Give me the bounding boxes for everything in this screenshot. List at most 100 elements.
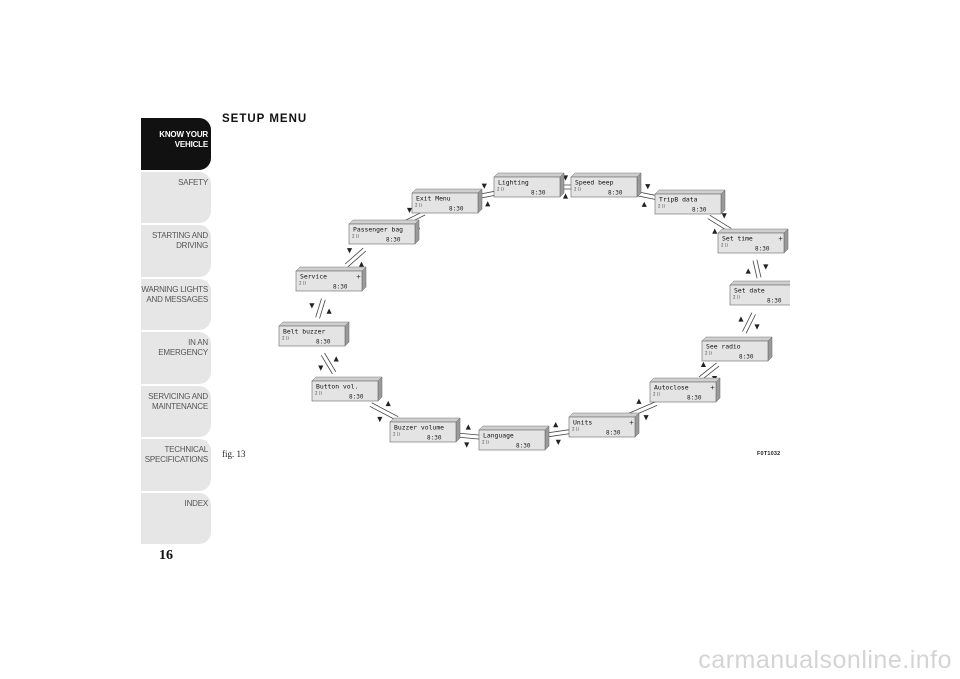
- connector-line: [320, 354, 333, 375]
- display-side-face: [477, 188, 483, 214]
- chapter-tab-label: SAFETY: [178, 177, 208, 187]
- status-indicator: 2 )): [497, 187, 504, 192]
- menu-item-label: Set date: [734, 287, 765, 295]
- status-indicator: 2 )): [658, 204, 665, 209]
- menu-item-label: Exit Menu: [416, 195, 451, 203]
- display-top-face: [278, 321, 350, 327]
- connector-line: [698, 362, 717, 378]
- menu-item-label: Lighting: [498, 179, 529, 187]
- chapter-tab[interactable]: IN AN EMERGENCY: [141, 332, 211, 384]
- display-top-face: [311, 376, 383, 382]
- connector-line: [369, 405, 397, 421]
- display-time: 8:30: [427, 435, 442, 442]
- menu-item-label: Button vol.: [316, 383, 358, 391]
- menu-item-label: Speed beep: [575, 179, 614, 187]
- display-top-face: [570, 172, 642, 178]
- connector-line: [745, 314, 756, 334]
- chapter-tab[interactable]: SERVICING AND MAINTENANCE: [141, 385, 211, 437]
- chapter-tab-label: WARNING LIGHTS AND MESSAGES: [141, 284, 208, 304]
- menu-item-label: Units: [573, 419, 592, 427]
- connector-line: [756, 259, 762, 278]
- menu-item-label: Service: [300, 273, 327, 281]
- display-screen: [478, 429, 546, 451]
- down-arrow-icon: [309, 303, 315, 309]
- connector-line: [709, 214, 732, 229]
- display-time: 8:30: [316, 339, 331, 346]
- status-indicator: 2 )): [299, 281, 306, 286]
- display-top-face: [654, 189, 726, 195]
- display-top-face: [701, 336, 773, 342]
- display-side-face: [720, 189, 726, 215]
- display-top-face: [568, 412, 640, 418]
- watermark: carmanualsonline.info: [698, 646, 952, 674]
- display-screen: [311, 380, 379, 402]
- display-screen: [389, 421, 457, 443]
- display-top-face: [717, 228, 789, 234]
- connector-line: [319, 299, 326, 319]
- display-side-face: [634, 412, 640, 438]
- status-indicator: 2 )): [282, 336, 289, 341]
- menu-item-label: Autoclose: [654, 384, 689, 392]
- chapter-tab-label: SERVICING AND MAINTENANCE: [148, 391, 208, 411]
- chapter-tab[interactable]: SAFETY: [141, 171, 211, 223]
- menu-item-label: TripB data: [659, 196, 698, 204]
- display-screen: [649, 381, 717, 403]
- connector-line: [701, 365, 720, 381]
- status-indicator: 2 )): [733, 295, 740, 300]
- up-arrow-icon: [745, 268, 751, 274]
- display-screen: [568, 416, 636, 438]
- status-indicator: 2 )): [705, 351, 712, 356]
- down-arrow-icon: [377, 416, 383, 423]
- display-time: 8:30: [449, 206, 464, 213]
- connector-line: [324, 352, 337, 373]
- down-arrow-icon: [346, 248, 353, 254]
- display-top-face: [493, 172, 565, 178]
- display-side-face: [715, 377, 721, 403]
- display-top-face: [411, 188, 483, 194]
- down-arrow-icon: [555, 439, 561, 446]
- status-indicator: 2 )): [574, 187, 581, 192]
- chapter-tab[interactable]: INDEX: [141, 492, 211, 544]
- status-indicator: 2 )): [352, 234, 359, 239]
- chapter-tab-label: INDEX: [184, 498, 209, 508]
- down-arrow-icon: [721, 213, 727, 219]
- display-screen: [295, 270, 363, 292]
- submenu-indicator-icon: +: [356, 274, 361, 281]
- up-arrow-icon: [738, 316, 744, 322]
- chapter-tab[interactable]: STARTING AND DRIVING: [141, 225, 211, 277]
- connector-line: [627, 401, 656, 414]
- menu-item-label: Set time: [722, 235, 753, 243]
- display-time: 8:30: [687, 395, 702, 402]
- menu-item-label: Buzzer volume: [394, 424, 444, 432]
- up-arrow-icon: [358, 261, 365, 267]
- menu-item-label: Passenger bag: [353, 226, 403, 234]
- menu-item-label: Belt buzzer: [283, 328, 325, 336]
- menu-display: Service+2 ))8:30: [295, 266, 367, 292]
- display-screen: [348, 223, 416, 245]
- display-time: 8:30: [739, 354, 754, 361]
- up-arrow-icon: [385, 400, 391, 407]
- down-arrow-icon: [481, 183, 487, 189]
- display-time: 8:30: [608, 190, 623, 197]
- chapter-tab-label: STARTING AND DRIVING: [152, 231, 208, 250]
- chapter-tab[interactable]: TECHNICAL SPECIFICATIONS: [141, 439, 211, 491]
- chapter-tab-label: TECHNICAL SPECIFICATIONS: [144, 445, 208, 464]
- status-indicator: 2 )): [572, 427, 579, 432]
- chapter-tab[interactable]: KNOW YOUR VEHICLE: [141, 118, 211, 170]
- display-time: 8:30: [531, 190, 546, 197]
- display-side-face: [344, 321, 350, 347]
- display-time: 8:30: [606, 430, 621, 437]
- chapter-tab[interactable]: WARNING LIGHTS AND MESSAGES: [141, 278, 211, 330]
- up-arrow-icon: [641, 201, 647, 207]
- menu-display: Button vol.2 ))8:30: [311, 376, 383, 402]
- display-side-face: [636, 172, 642, 198]
- display-top-face: [348, 219, 420, 225]
- down-arrow-icon: [406, 207, 413, 214]
